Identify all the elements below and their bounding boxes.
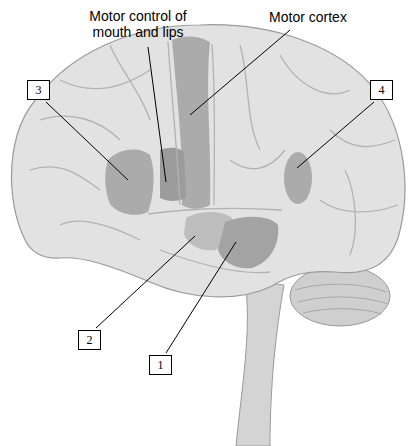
region-label: Motor control of mouth and lips <box>78 8 198 40</box>
region-label: Motor cortex <box>258 9 358 25</box>
callout-number: 3 <box>27 80 50 100</box>
callout-number: 1 <box>149 355 172 375</box>
callout-number: 2 <box>78 330 101 350</box>
callout-number: 4 <box>370 80 393 100</box>
